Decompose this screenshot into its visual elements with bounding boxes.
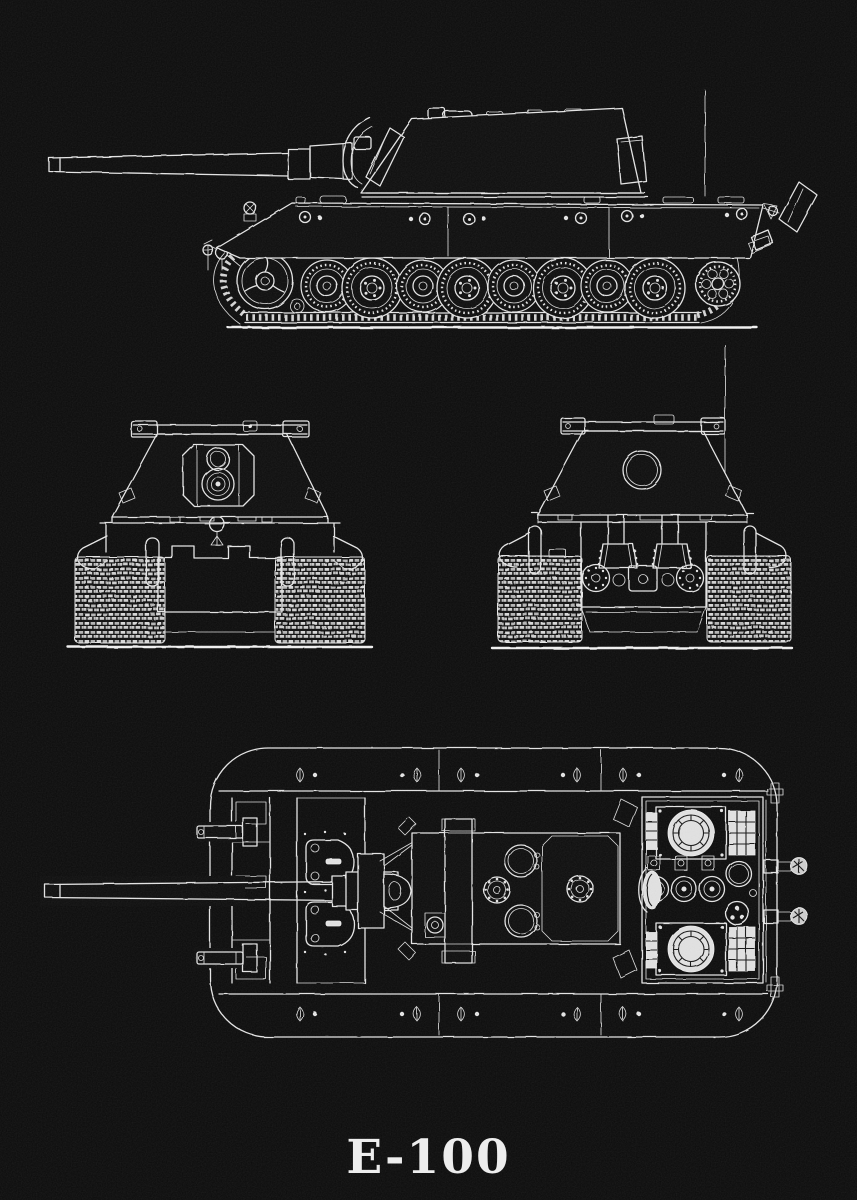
poster-title: E-100 [346, 1130, 511, 1185]
